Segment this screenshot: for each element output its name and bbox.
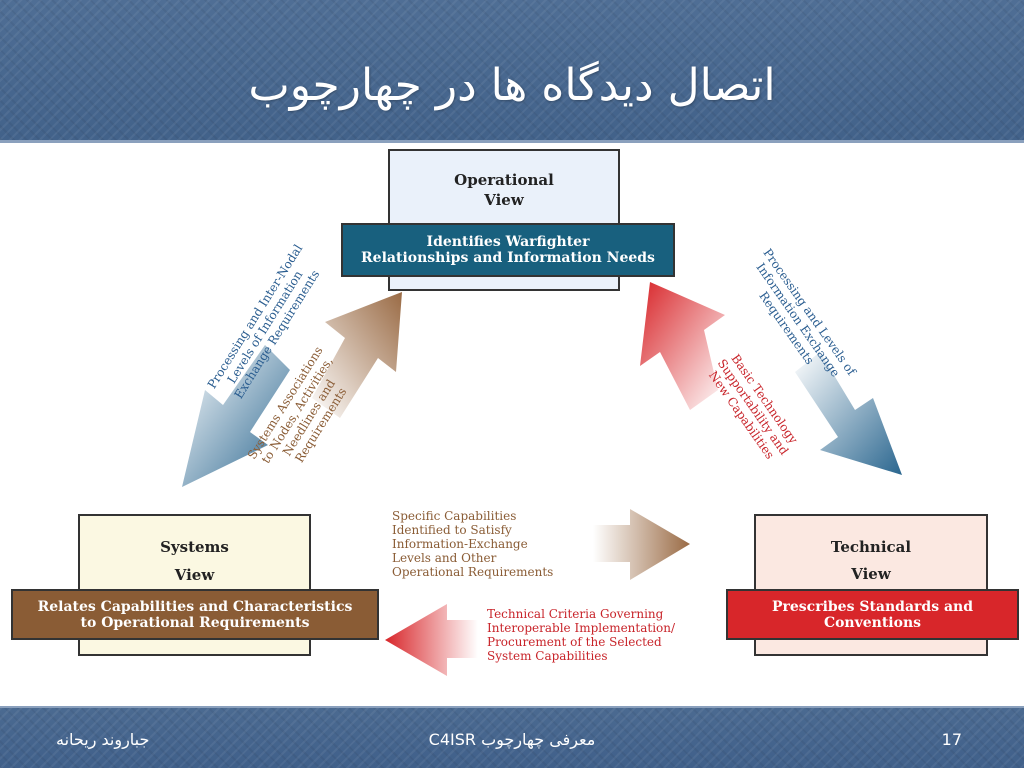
label-tech-to-sys-line1: Technical Criteria Governing — [487, 607, 664, 621]
operational-band-line1: Identifies Warfighter — [426, 234, 590, 250]
footer-author: جباروند ریحانه — [56, 730, 150, 749]
systems-band-line2: to Operational Requirements — [80, 614, 310, 631]
label-sys-to-tech-line4: Levels and Other — [392, 551, 497, 565]
label-sys-to-tech-line1: Specific Capabilities — [392, 509, 517, 523]
technical-view-band: Prescribes Standards and Conventions — [726, 589, 1019, 640]
label-tech-to-sys: Technical Criteria Governing Interoperab… — [487, 607, 675, 663]
arrow-tech-to-sys — [385, 604, 478, 676]
label-tech-to-sys-line3: Procurement of the Selected — [487, 635, 662, 649]
systems-view-band: Relates Capabilities and Characteristics… — [11, 589, 379, 640]
systems-band-line1: Relates Capabilities and Characteristics — [37, 598, 353, 615]
arrow-op-to-tech — [795, 352, 902, 475]
label-tech-to-sys-line2: Interoperable Implementation/ — [487, 621, 676, 635]
technical-band-line2: Conventions — [823, 614, 922, 631]
page-number: 17 — [941, 730, 962, 749]
label-sys-to-tech-line5: Operational Requirements — [392, 565, 554, 579]
technical-band-line1: Prescribes Standards and — [771, 598, 973, 615]
systems-view-title-line2: View — [174, 566, 215, 584]
operational-view-title-line1: Operational — [454, 171, 554, 189]
arrow-sys-to-tech — [593, 509, 690, 580]
arrow-op-to-sys — [182, 345, 290, 487]
operational-view-title-line2: View — [484, 191, 524, 209]
footer-topic: معرفی چهارچوب C4ISR — [428, 730, 596, 749]
label-tech-to-sys-line4: System Capabilities — [487, 649, 608, 663]
label-sys-to-tech-line3: Information-Exchange — [392, 537, 528, 551]
label-sys-to-tech: Specific Capabilities Identified to Sati… — [392, 509, 553, 579]
arrow-tech-to-op — [640, 282, 725, 410]
technical-view-title-line1: Technical — [830, 538, 912, 556]
arrow-sys-to-op — [312, 292, 402, 418]
technical-view-title-line2: View — [851, 565, 891, 583]
slide-header: اتصال دیدگاه ها در چهارچوب — [0, 0, 1024, 143]
label-sys-to-tech-line2: Identified to Satisfy — [392, 523, 512, 537]
slide-title: اتصال دیدگاه ها در چهارچوب — [248, 60, 776, 111]
operational-view-band: Identifies Warfighter Relationships and … — [341, 223, 675, 277]
slide-footer: جباروند ریحانه معرفی چهارچوب C4ISR 17 — [0, 706, 1024, 768]
operational-band-line2: Relationships and Information Needs — [361, 250, 655, 266]
systems-view-title-line1: Systems — [160, 538, 229, 556]
